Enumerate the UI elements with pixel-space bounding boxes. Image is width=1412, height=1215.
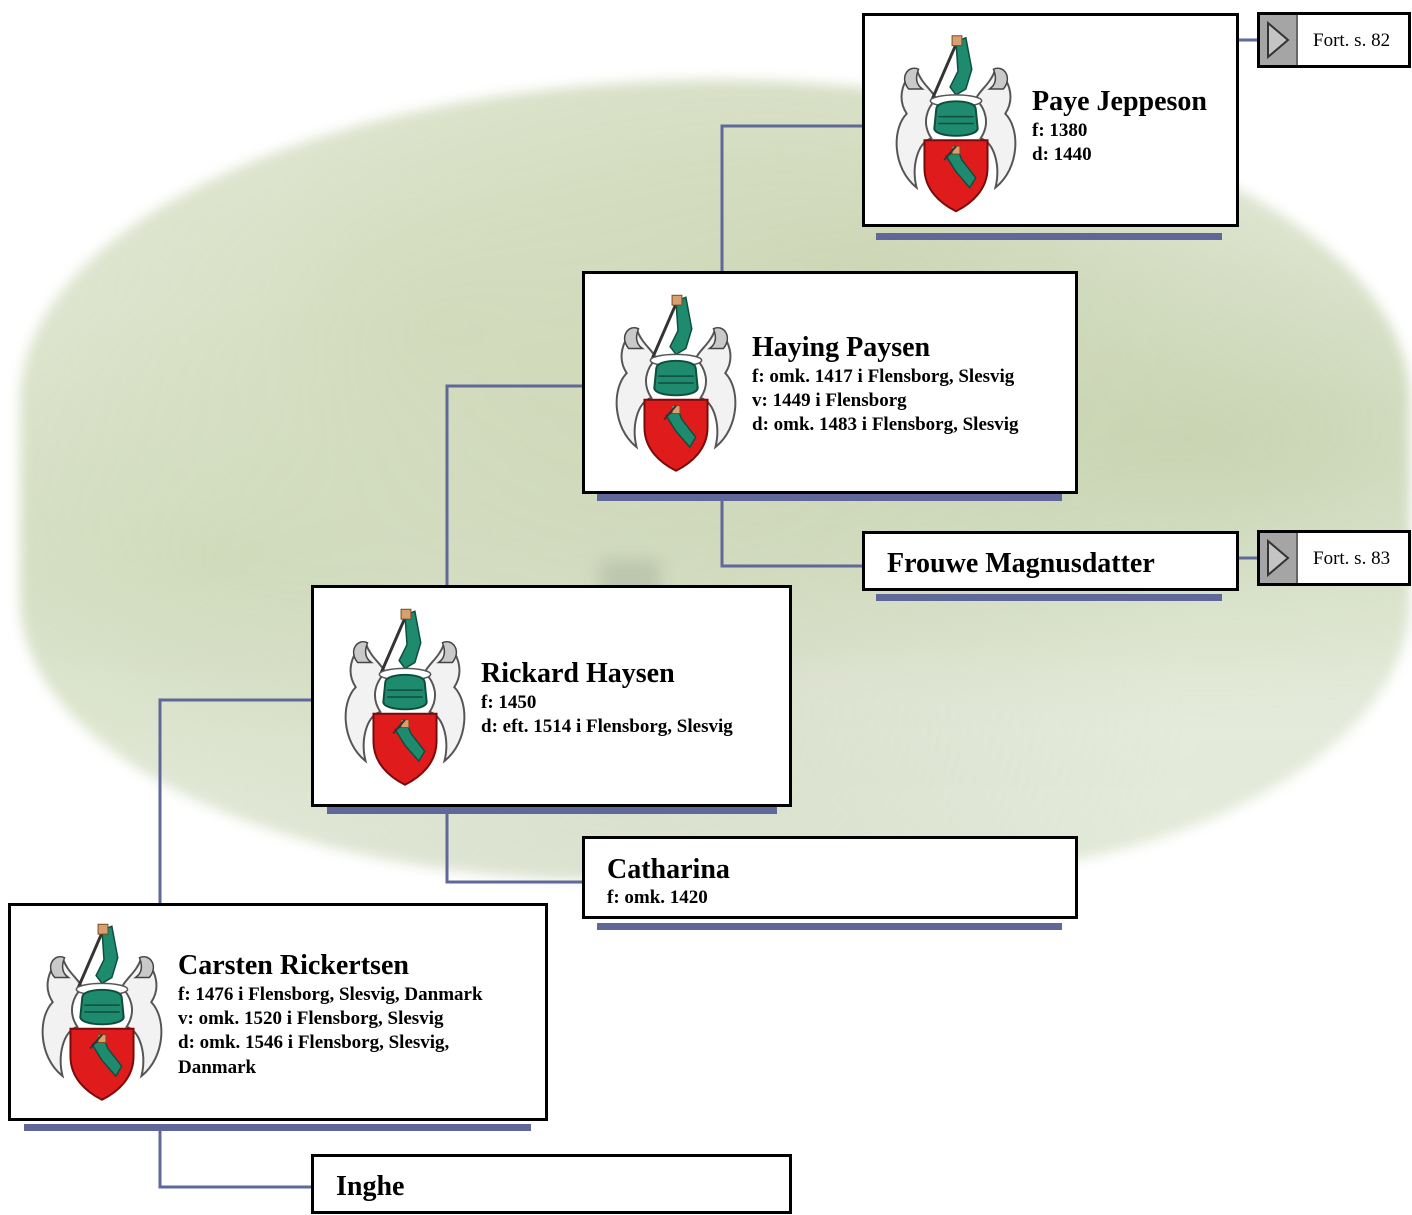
- line-rickard-catharina: [445, 813, 584, 884]
- person-box-catharina[interactable]: Catharina f: omk. 1420: [582, 836, 1078, 919]
- person-name: Carsten Rickertsen: [178, 950, 409, 981]
- continuation-label: Fort. s. 83: [1313, 548, 1391, 569]
- line-haying-paye: [720, 124, 862, 272]
- person-fact: d: omk. 1546 i Flensborg, Slesvig,: [178, 1032, 450, 1053]
- person-fact: v: omk. 1520 i Flensborg, Slesvig: [178, 1008, 444, 1029]
- line-carsten-inghe: [158, 1130, 313, 1189]
- person-fact: d: omk. 1483 i Flensborg, Slesvig: [752, 414, 1019, 435]
- person-box-paye[interactable]: Paye Jeppeson f: 1380 d: 1440: [862, 13, 1239, 227]
- box-shadow: [876, 233, 1222, 240]
- box-shadow: [327, 807, 777, 814]
- person-fact: d: 1440: [1032, 144, 1092, 165]
- arrow-box: [1260, 15, 1298, 65]
- person-name: Inghe: [336, 1171, 405, 1202]
- box-shadow: [876, 594, 1222, 601]
- person-name: Rickard Haysen: [481, 658, 675, 689]
- person-fact: v: 1449 i Flensborg: [752, 390, 907, 411]
- box-shadow: [597, 923, 1062, 930]
- continuation-paye[interactable]: Fort. s. 82: [1257, 12, 1411, 68]
- line-carsten-rickard: [158, 698, 313, 904]
- continuation-label: Fort. s. 82: [1313, 30, 1391, 51]
- person-box-haying[interactable]: Haying Paysen f: omk. 1417 i Flensborg, …: [582, 271, 1078, 494]
- person-name: Catharina: [607, 854, 730, 885]
- person-fact: f: 1476 i Flensborg, Slesvig, Danmark: [178, 984, 483, 1005]
- coat-of-arms-icon: [33, 916, 171, 1108]
- person-box-frouwe[interactable]: Frouwe Magnusdatter: [862, 531, 1239, 591]
- person-name: Paye Jeppeson: [1032, 86, 1207, 117]
- person-fact: f: 1450: [481, 692, 537, 713]
- person-box-rickard[interactable]: Rickard Haysen f: 1450 d: eft. 1514 i Fl…: [311, 585, 792, 807]
- line-haying-frouwe: [720, 500, 862, 568]
- line-rickard-haying: [445, 384, 584, 586]
- person-box-inghe[interactable]: Inghe: [311, 1154, 792, 1214]
- coat-of-arms-icon: [336, 601, 474, 793]
- coat-of-arms-icon: [607, 287, 745, 479]
- person-fact: f: omk. 1420: [607, 887, 708, 908]
- coat-of-arms-icon: [887, 26, 1025, 221]
- arrow-box: [1260, 533, 1298, 583]
- box-shadow: [597, 494, 1062, 501]
- person-fact: f: omk. 1417 i Flensborg, Slesvig: [752, 366, 1015, 387]
- box-shadow: [24, 1124, 531, 1131]
- continuation-frouwe[interactable]: Fort. s. 83: [1257, 530, 1411, 586]
- person-name: Haying Paysen: [752, 332, 931, 363]
- play-arrow-icon: [1267, 538, 1290, 578]
- person-fact: Danmark: [178, 1057, 257, 1078]
- person-fact: d: eft. 1514 i Flensborg, Slesvig: [481, 716, 733, 737]
- play-arrow-icon: [1267, 20, 1290, 60]
- person-fact: f: 1380: [1032, 120, 1088, 141]
- person-name: Frouwe Magnusdatter: [887, 548, 1155, 579]
- person-box-carsten[interactable]: Carsten Rickertsen f: 1476 i Flensborg, …: [8, 903, 548, 1121]
